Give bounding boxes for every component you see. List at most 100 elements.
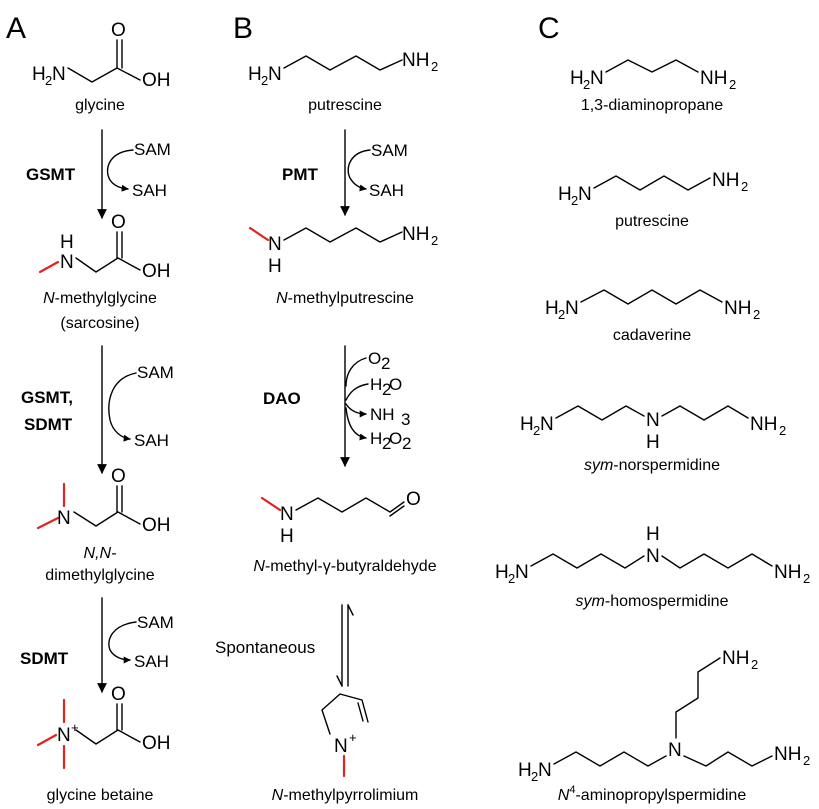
svg-text:H: H	[280, 526, 294, 547]
putrescine-c-structure: H 2 N NH 2	[558, 170, 748, 208]
putrescine-b-label: putrescine	[308, 97, 382, 114]
svg-text:N: N	[268, 234, 282, 255]
enzyme-dao: DAO	[263, 389, 301, 408]
norspermidine-structure: H 2 N N H NH 2	[520, 405, 786, 453]
svg-text:2: 2	[779, 423, 786, 438]
svg-text:SAM: SAM	[137, 363, 174, 382]
svg-text:2: 2	[729, 77, 736, 92]
svg-text:H: H	[248, 64, 262, 85]
svg-text:OH: OH	[142, 70, 171, 91]
methylbutyraldehyde-label: N-methyl-γ-butyraldehyde	[253, 558, 436, 575]
svg-text:N: N	[565, 298, 579, 319]
putrescine-c-label: putrescine	[615, 213, 689, 230]
svg-text:N: N	[646, 546, 660, 567]
methylbutyraldehyde-structure: N H O	[260, 489, 421, 547]
svg-text:O: O	[111, 684, 126, 705]
svg-text:N: N	[540, 414, 554, 435]
svg-text:N: N	[57, 725, 71, 746]
svg-text:H: H	[570, 68, 584, 89]
panel-label-b: B	[233, 12, 253, 45]
putrescine-b-structure: H 2 N NH 2	[248, 50, 438, 88]
svg-text:H: H	[32, 64, 46, 85]
pmt-step: SAM SAH PMT	[282, 129, 408, 216]
svg-text:H: H	[268, 256, 282, 277]
methylputrescine-label: N-methylputrescine	[276, 290, 414, 307]
svg-text:H: H	[495, 562, 509, 583]
svg-text:SAM: SAM	[371, 141, 408, 160]
norspermidine-label: sym-norspermidine	[584, 457, 720, 474]
svg-text:NH: NH	[774, 744, 801, 765]
svg-text:N: N	[578, 184, 592, 205]
svg-text:2: 2	[583, 77, 590, 92]
svg-text:H: H	[646, 432, 660, 453]
svg-text:SAM: SAM	[134, 140, 171, 159]
svg-text:N: N	[668, 740, 682, 761]
homospermidine-label: sym-homospermidine	[576, 593, 729, 610]
svg-text:O: O	[111, 212, 126, 233]
svg-text:2: 2	[531, 769, 538, 784]
svg-text:N: N	[538, 760, 552, 781]
svg-text:H: H	[370, 375, 382, 394]
svg-text:N: N	[52, 64, 66, 85]
svg-text:SAH: SAH	[369, 181, 404, 200]
svg-text:+: +	[349, 730, 357, 745]
svg-text:N: N	[515, 562, 529, 583]
svg-text:NH: NH	[712, 170, 739, 191]
svg-text:2: 2	[431, 59, 438, 74]
glycine-structure: H 2 N O OH	[32, 20, 171, 91]
svg-text:+: +	[71, 720, 79, 735]
enzyme-sdmt-2: SDMT	[20, 649, 69, 668]
svg-text:O: O	[111, 20, 126, 41]
sarcosine-structure: H N O OH	[38, 212, 171, 282]
svg-text:O: O	[368, 349, 381, 368]
svg-text:NH: NH	[724, 298, 751, 319]
svg-text:2: 2	[533, 423, 540, 438]
svg-text:H: H	[646, 524, 660, 545]
svg-text:2: 2	[382, 434, 391, 453]
svg-text:H: H	[370, 429, 382, 448]
svg-text:NH: NH	[370, 405, 395, 424]
cadaverine-structure: H 2 N NH 2	[545, 289, 760, 322]
cadaverine-label: cadaverine	[613, 327, 691, 344]
svg-text:2: 2	[381, 354, 390, 373]
svg-text:2: 2	[261, 73, 268, 88]
gsmt-sdmt-step: SAM SAH GSMT, SDMT	[21, 345, 174, 474]
sdmt-step: SAM SAH SDMT	[20, 597, 174, 693]
spontaneous-step: Spontaneous	[215, 604, 354, 687]
svg-text:NH: NH	[402, 224, 429, 245]
svg-text:N: N	[646, 410, 660, 431]
svg-text:O: O	[389, 429, 402, 448]
svg-text:2: 2	[45, 73, 52, 88]
dimethylglycine-structure: N O OH	[36, 466, 171, 536]
svg-text:SAH: SAH	[134, 652, 169, 671]
svg-text:2: 2	[558, 307, 565, 322]
svg-text:2: 2	[753, 307, 760, 322]
spontaneous-label: Spontaneous	[215, 638, 315, 657]
svg-text:H: H	[558, 184, 572, 205]
svg-text:H: H	[518, 760, 532, 781]
svg-text:2: 2	[803, 753, 810, 768]
methylpyrrolimium-label: N-methylpyrrolimium	[272, 787, 419, 804]
svg-text:O: O	[389, 375, 402, 394]
svg-text:O: O	[406, 489, 421, 510]
svg-text:NH: NH	[402, 50, 429, 71]
enzyme-sdmt: SDMT	[24, 415, 73, 434]
diaminopropane-label: 1,3-diaminopropane	[581, 97, 723, 114]
sarcosine-label: N-methylglycine	[43, 290, 157, 307]
enzyme-gsmt-comma: GSMT,	[21, 388, 73, 407]
svg-text:2: 2	[751, 657, 758, 672]
svg-text:H: H	[520, 414, 534, 435]
svg-text:SAH: SAH	[132, 181, 167, 200]
svg-text:2: 2	[741, 179, 748, 194]
betaine-label: glycine betaine	[47, 787, 154, 804]
enzyme-pmt: PMT	[282, 165, 319, 184]
gsmt-step-1: SAM SAH GSMT	[26, 129, 171, 219]
svg-text:NH: NH	[722, 648, 749, 669]
svg-text:SAH: SAH	[134, 431, 169, 450]
svg-text:N: N	[268, 64, 282, 85]
svg-text:N: N	[590, 68, 604, 89]
svg-text:SAM: SAM	[137, 613, 174, 632]
enzyme-gsmt: GSMT	[26, 165, 76, 184]
diaminopropane-structure: H 2 N NH 2	[570, 59, 736, 92]
svg-text:N: N	[334, 736, 348, 757]
